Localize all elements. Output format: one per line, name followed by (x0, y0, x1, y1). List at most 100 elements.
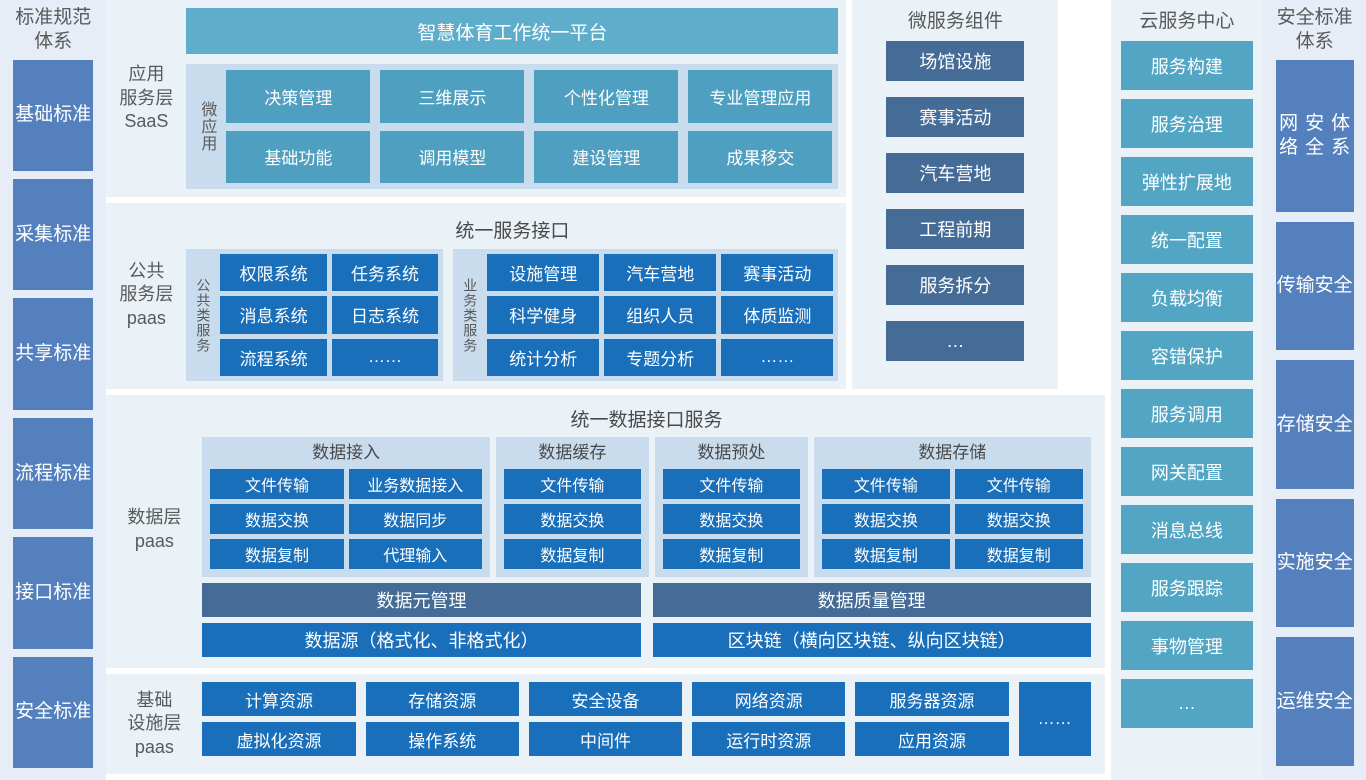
data-tile-1-0[interactable]: 文件传输 (503, 469, 641, 499)
standards-item-2[interactable]: 共享标准 (13, 298, 94, 410)
data-source-bar-1[interactable]: 区块链（横向区块链、纵向区块链） (652, 623, 1091, 657)
application-layer-body: 智慧体育工作统一平台 微应用 决策管理三维展示个性化管理专业管理应用基础功能调用… (186, 8, 839, 189)
data-mgmt-bar-0[interactable]: 数据元管理 (202, 583, 641, 617)
infra-tile-r2-1[interactable]: 操作系统 (365, 722, 519, 756)
app-tile-r2-0[interactable]: 基础功能 (226, 130, 371, 183)
common-service-tile-0[interactable]: 权限系统 (220, 254, 327, 292)
text-line: 标准 (53, 462, 92, 484)
business-service-tile-4[interactable]: 组织人员 (604, 296, 717, 334)
business-service-vertical-label: 业务类服务 (462, 277, 479, 353)
cloud-item-3[interactable]: 统一配置 (1120, 215, 1253, 264)
security-item-4[interactable]: 运维安全 (1275, 637, 1354, 766)
infra-tile-r2-2[interactable]: 中间件 (528, 722, 683, 756)
cloud-item-5[interactable]: 容错保护 (1120, 331, 1253, 380)
cloud-item-4[interactable]: 负载均衡 (1120, 273, 1253, 322)
business-service-tile-2[interactable]: 赛事活动 (721, 254, 834, 292)
data-mgmt-bar-1[interactable]: 数据质量管理 (652, 583, 1091, 617)
microservice-item-5[interactable]: … (886, 321, 1025, 361)
app-tile-r1-2[interactable]: 个性化管理 (534, 70, 679, 123)
cloud-item-6[interactable]: 服务调用 (1120, 389, 1253, 438)
app-tile-r1-1[interactable]: 三维展示 (380, 70, 525, 123)
app-tile-r2-2[interactable]: 建设管理 (534, 130, 679, 183)
standards-item-3[interactable]: 流程标准 (13, 417, 94, 530)
business-service-tile-8[interactable]: …… (721, 338, 834, 376)
business-service-tile-5[interactable]: 体质监测 (721, 296, 834, 334)
data-source-bar-0[interactable]: 数据源（格式化、非格式化） (202, 623, 641, 657)
data-tile-2-1[interactable]: 数据交换 (662, 504, 800, 534)
data-tile-1-1[interactable]: 数据交换 (503, 504, 641, 534)
cloud-item-7[interactable]: 网关配置 (1120, 447, 1253, 496)
infra-tile-r2-3[interactable]: 运行时资源 (692, 722, 846, 756)
common-service-tile-5[interactable]: …… (331, 338, 439, 376)
data-tile-2-0[interactable]: 文件传输 (662, 469, 800, 499)
data-tile-3-2[interactable]: 数据交换 (821, 504, 950, 534)
data-tile-0-3[interactable]: 数据同步 (348, 504, 482, 534)
standards-column-title: 标准规范体系 (15, 6, 91, 54)
standards-item-0[interactable]: 基础标准 (13, 59, 94, 171)
business-service-tile-3[interactable]: 科学健身 (487, 296, 600, 334)
text-line: 基础 (136, 689, 173, 710)
standards-item-4[interactable]: 接口标准 (13, 537, 94, 649)
security-item-3[interactable]: 实施安全 (1275, 498, 1354, 628)
business-service-tile-6[interactable]: 统计分析 (487, 338, 600, 376)
cloud-item-10[interactable]: 事物管理 (1120, 621, 1253, 670)
business-service-tile-1[interactable]: 汽车营地 (604, 254, 717, 292)
microservice-item-0[interactable]: 场馆设施 (886, 41, 1025, 81)
microservice-item-4[interactable]: 服务拆分 (886, 265, 1025, 305)
standards-item-5[interactable]: 安全标准 (13, 656, 94, 769)
infra-dots-tile[interactable]: …… (1018, 682, 1091, 756)
text-line: 安全 (1314, 275, 1353, 297)
cloud-item-8[interactable]: 消息总线 (1120, 505, 1253, 554)
common-service-tile-2[interactable]: 消息系统 (220, 296, 327, 334)
data-tile-0-2[interactable]: 数据交换 (210, 504, 344, 534)
security-item-0[interactable]: 网络安全体系 (1275, 59, 1354, 212)
business-service-tile-7[interactable]: 专题分析 (604, 338, 717, 376)
data-tile-3-0[interactable]: 文件传输 (821, 469, 950, 499)
infra-tile-r1-2[interactable]: 安全设备 (528, 682, 683, 716)
data-tile-0-5[interactable]: 代理输入 (348, 539, 482, 569)
infra-tile-r2-0[interactable]: 虚拟化资源 (202, 722, 356, 756)
standards-item-1[interactable]: 采集标准 (13, 178, 94, 291)
app-tile-r2-3[interactable]: 成果移交 (688, 130, 833, 183)
business-service-tile-0[interactable]: 设施管理 (487, 254, 600, 292)
common-service-tile-1[interactable]: 任务系统 (331, 254, 439, 292)
infra-tile-r1-1[interactable]: 存储资源 (365, 682, 519, 716)
unified-platform-bar[interactable]: 智慧体育工作统一平台 (186, 8, 839, 54)
infrastructure-layer-body: 计算资源存储资源安全设备网络资源服务器资源 …… 虚拟化资源操作系统中间件运行时资源… (202, 682, 1091, 766)
cloud-item-11[interactable]: … (1120, 679, 1253, 728)
common-service-tile-4[interactable]: 流程系统 (220, 338, 327, 376)
cloud-item-1[interactable]: 服务治理 (1120, 99, 1253, 148)
infra-tile-r2-4[interactable]: 应用资源 (855, 722, 1009, 756)
app-tile-r1-3[interactable]: 专业管理应用 (688, 70, 833, 123)
app-tile-r2-1[interactable]: 调用模型 (380, 130, 525, 183)
infra-tile-r1-4[interactable]: 服务器资源 (855, 682, 1009, 716)
data-tile-2-2[interactable]: 数据复制 (662, 539, 800, 569)
microservice-item-3[interactable]: 工程前期 (886, 209, 1025, 249)
text-line: 接口 (15, 582, 54, 604)
security-item-2[interactable]: 存储安全 (1275, 360, 1354, 489)
data-tile-3-3[interactable]: 数据交换 (954, 504, 1083, 534)
data-tile-1-2[interactable]: 数据复制 (503, 539, 641, 569)
cloud-item-9[interactable]: 服务跟踪 (1120, 563, 1253, 612)
data-tile-0-0[interactable]: 文件传输 (210, 469, 344, 499)
data-tile-3-4[interactable]: 数据复制 (821, 539, 950, 569)
data-group-0: 数据接入文件传输业务数据接入数据交换数据同步数据复制代理输入 (202, 437, 490, 577)
microservice-components-column: 微服务组件 场馆设施赛事活动汽车营地工程前期服务拆分… (852, 0, 1059, 389)
infra-tile-r1-0[interactable]: 计算资源 (202, 682, 356, 716)
cloud-item-0[interactable]: 服务构建 (1120, 41, 1253, 90)
data-tile-3-1[interactable]: 文件传输 (954, 469, 1083, 499)
data-tile-3-5[interactable]: 数据复制 (954, 539, 1083, 569)
common-service-tile-3[interactable]: 日志系统 (331, 296, 439, 334)
data-group-grid: 文件传输数据交换数据复制 (503, 469, 641, 569)
business-service-tiles: 设施管理汽车营地赛事活动科学健身组织人员体质监测统计分析专题分析…… (487, 254, 834, 376)
text-line: 服务层 (119, 284, 174, 305)
microservice-item-1[interactable]: 赛事活动 (886, 97, 1025, 137)
security-item-1[interactable]: 传输安全 (1275, 221, 1354, 351)
microservice-item-2[interactable]: 汽车营地 (886, 153, 1025, 193)
data-tile-0-4[interactable]: 数据复制 (210, 539, 344, 569)
infra-tile-r1-3[interactable]: 网络资源 (692, 682, 846, 716)
common-service-vertical-label: 公共类服务 (195, 277, 212, 353)
cloud-item-2[interactable]: 弹性扩展地 (1120, 157, 1253, 206)
data-tile-0-1[interactable]: 业务数据接入 (348, 469, 482, 499)
app-tile-r1-0[interactable]: 决策管理 (226, 70, 371, 123)
